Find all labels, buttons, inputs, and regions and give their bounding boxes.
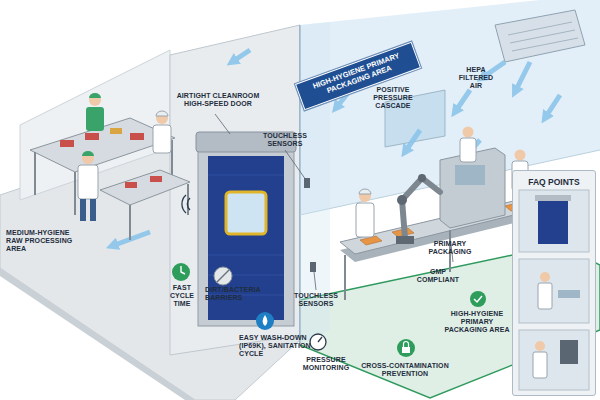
callout-label: GMP COMPLIANT bbox=[411, 268, 465, 284]
callout-label: EASY WASH-DOWN (IP69K), SANITATION CYCLE bbox=[239, 334, 311, 358]
callout-label: POSITIVE PRESSURE CASCADE bbox=[366, 86, 420, 110]
callout-label: TOUCHLESS SENSORS bbox=[288, 292, 344, 308]
callout-label: CROSS-CONTAMINATION PREVENTION bbox=[352, 362, 458, 378]
callout-label: FAST CYCLE TIME bbox=[164, 284, 200, 308]
callout-label: PRIMARY PACKAGING bbox=[418, 240, 482, 256]
callout-label: DIRT/BACTERIA BARRIERS bbox=[205, 286, 267, 302]
callout-label: HIGH-HYGIENE PRIMARY PACKAGING AREA bbox=[444, 310, 510, 334]
callout-label: AIRTIGHT CLEANROOM HIGH-SPEED DOOR bbox=[172, 92, 264, 108]
callout-label: HEPA FILTERED AIR bbox=[454, 66, 498, 90]
callout-label: MEDIUM-HYGIENE RAW PROCESSING AREA bbox=[6, 229, 80, 253]
node-heading: FAQ POINTS bbox=[513, 177, 595, 187]
callout-label: TOUCHLESS SENSORS bbox=[256, 132, 314, 148]
faq-panel: FAQ POINTS bbox=[512, 170, 596, 396]
callout-label: PRESSURE MONITORING bbox=[294, 356, 358, 372]
